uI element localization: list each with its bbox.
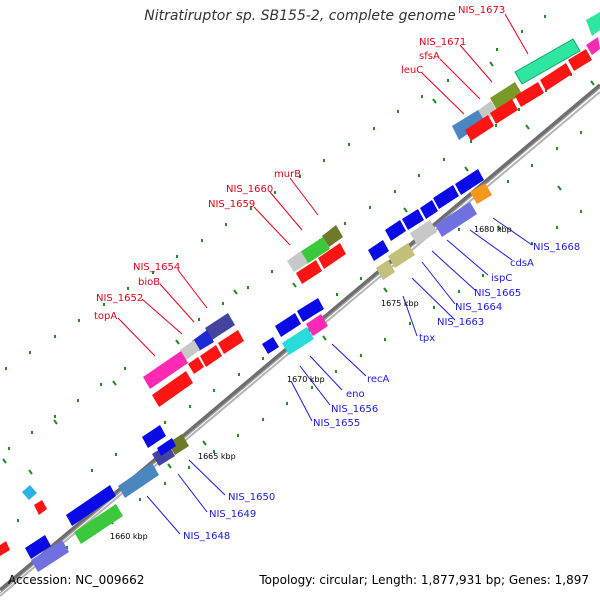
gene-left-cyan bbox=[22, 485, 37, 500]
gene-nis-1668 bbox=[470, 183, 492, 204]
gene-leuC bbox=[452, 110, 485, 140]
label-nis-1673: NIS_1673 bbox=[458, 5, 505, 16]
label-nis-1660: NIS_1660 bbox=[226, 184, 273, 195]
scale-1665-kbp: 1665 kbp bbox=[198, 452, 236, 461]
label-leuC: leuC bbox=[401, 65, 423, 76]
label-ispC: ispC bbox=[491, 273, 512, 284]
gene-nis-1673 bbox=[514, 38, 581, 85]
label-topA: topA bbox=[94, 311, 117, 322]
label-eno: eno bbox=[346, 389, 365, 400]
scale-1680-kbp: 1680 kbp bbox=[474, 225, 512, 234]
gene-eno bbox=[282, 327, 314, 355]
accession-text: Accession: NC_009662 bbox=[8, 573, 145, 587]
gene-nis-1652 bbox=[180, 340, 200, 360]
label-nis-1655: NIS_1655 bbox=[313, 418, 360, 429]
gene-nis-1654 bbox=[205, 313, 235, 340]
gene-nis-1650 bbox=[168, 434, 189, 455]
label-sfsA: sfsA bbox=[419, 51, 440, 62]
label-nis-1659: NIS_1659 bbox=[208, 199, 255, 210]
gene-nis-1648 bbox=[118, 463, 159, 498]
gene-cdsA bbox=[435, 202, 477, 237]
scale-labels: 1660 kbp 1665 kbp 1670 kbp 1675 kbp 1680… bbox=[110, 225, 512, 541]
label-nis-1665: NIS_1665 bbox=[474, 288, 521, 299]
gene-topA bbox=[143, 351, 188, 389]
gene-green-1648b bbox=[74, 504, 123, 544]
label-nis-1664: NIS_1664 bbox=[455, 302, 502, 313]
gene-nis-1659 bbox=[287, 251, 308, 272]
gene-top-edge-green bbox=[586, 12, 600, 36]
gene-recA bbox=[306, 314, 328, 336]
forward-gene-labels: NIS_1673 NIS_1671 sfsA leuC murB NIS_166… bbox=[94, 5, 505, 322]
gene-nis-1665 bbox=[410, 220, 437, 245]
gene-nis-1664 bbox=[388, 243, 415, 268]
label-nis-1650: NIS_1650 bbox=[228, 492, 275, 503]
scale-1670-kbp: 1670 kbp bbox=[287, 375, 325, 384]
forward-strand-genes bbox=[0, 12, 600, 556]
label-nis-1671: NIS_1671 bbox=[419, 37, 466, 48]
map-title: Nitratiruptor sp. SB155-2, complete geno… bbox=[144, 8, 456, 24]
reverse-gene-labels: NIS_1668 cdsA ispC NIS_1665 NIS_1664 NIS… bbox=[183, 242, 580, 542]
major-ticks bbox=[2, 61, 595, 525]
label-nis-1656: NIS_1656 bbox=[331, 404, 378, 415]
gene-tpx bbox=[376, 260, 395, 280]
label-nis-1648: NIS_1648 bbox=[183, 531, 230, 542]
label-nis-1652: NIS_1652 bbox=[96, 293, 143, 304]
label-recA: recA bbox=[367, 374, 390, 385]
label-cdsA: cdsA bbox=[510, 258, 534, 269]
label-murB: murB bbox=[274, 169, 301, 180]
label-bioB: bioB bbox=[138, 277, 160, 288]
reverse-strand-genes bbox=[25, 169, 492, 572]
gene-nis-1660 bbox=[300, 237, 330, 264]
label-nis-1654: NIS_1654 bbox=[133, 262, 180, 273]
scale-1675-kbp: 1675 kbp bbox=[381, 299, 419, 308]
scale-1660-kbp: 1660 kbp bbox=[110, 532, 148, 541]
label-nis-1649: NIS_1649 bbox=[209, 509, 256, 520]
label-nis-1668: NIS_1668 bbox=[533, 242, 580, 253]
leader-lines bbox=[117, 13, 533, 535]
gene-nis-1671 bbox=[490, 82, 522, 110]
genome-summary-text: Topology: circular; Length: 1,877,931 bp… bbox=[259, 573, 589, 587]
gene-murB bbox=[322, 225, 343, 247]
label-nis-1663: NIS_1663 bbox=[437, 317, 484, 328]
gene-bioB bbox=[192, 330, 214, 351]
gene-far-right-pink bbox=[586, 37, 600, 55]
label-tpx: tpx bbox=[419, 333, 435, 344]
gene-sfsA bbox=[477, 101, 498, 121]
